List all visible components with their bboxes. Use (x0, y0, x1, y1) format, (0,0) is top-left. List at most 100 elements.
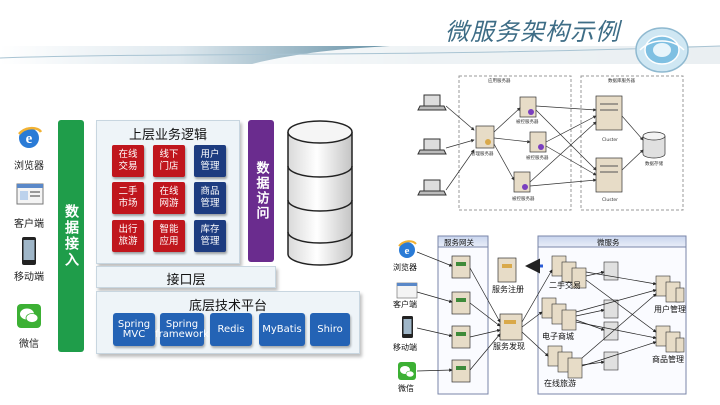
cluster-label: Cluster (602, 138, 618, 143)
service-server-icon (655, 275, 671, 297)
service-server-icon (665, 331, 681, 353)
storage-label: 数据存储 (645, 162, 663, 167)
client-label: 微信 (398, 384, 414, 393)
globe-logo-icon (635, 27, 689, 73)
client-mobile: 移动端 (8, 236, 50, 283)
app-server-group-label: 应用服务器 (488, 79, 511, 84)
cluster-server-icon (595, 157, 623, 193)
service-label: 二手交易 (549, 281, 581, 290)
wechat-icon (16, 303, 42, 333)
tech-label: Spring framework (155, 318, 209, 340)
interface-layer-label: 接口层 (166, 273, 206, 288)
client-label: 浏览器 (14, 161, 44, 172)
server-icon (529, 131, 547, 153)
tech-spring-framework: Spring framework (155, 313, 209, 346)
tech-label: Shiro (317, 323, 343, 335)
service-server-icon (547, 345, 563, 367)
db-server-group-label: 数据库服务器 (608, 79, 635, 84)
service-discovery-server-icon (499, 313, 523, 341)
module-box: 在线 交易 (112, 145, 144, 177)
laptop-icon (417, 138, 447, 155)
tech-shiro: Shiro (310, 313, 350, 346)
module-box: 线下 门店 (153, 145, 185, 177)
service-server-icon (655, 325, 671, 347)
server-icon (513, 171, 531, 193)
cluster-server-icon (595, 95, 623, 131)
service-server-icon (551, 255, 567, 277)
module-box: 在线 网游 (153, 182, 185, 214)
tech-spring-mvc: Spring MVC (113, 313, 155, 346)
tech-redis: Redis (210, 313, 252, 346)
service-node-label: 被控服务器 (516, 120, 539, 125)
service-server-icon (561, 261, 577, 283)
module-label: 二手 市场 (118, 186, 138, 209)
data-access-in-bar: 数据接入 (58, 120, 84, 352)
service-label: 商品管理 (652, 355, 684, 364)
interface-layer-bar: 接口层 (96, 266, 276, 288)
wechat-icon (398, 362, 416, 380)
tech-label: Spring MVC (117, 318, 151, 340)
client-label: 客户端 (14, 219, 44, 230)
service-label: 在线旅游 (544, 379, 576, 388)
module-box: 出行 旅游 (112, 220, 144, 252)
laptop-icon (417, 94, 447, 111)
tech-mybatis: MyBatis (259, 313, 305, 346)
service-server-icon (561, 309, 577, 331)
gateway-server-icon (451, 325, 471, 349)
module-label: 出行 旅游 (118, 224, 138, 247)
service-server-icon (567, 357, 583, 379)
module-label: 线下 门店 (159, 149, 179, 172)
upper-layer-title: 上层业务逻辑 (128, 128, 207, 143)
desktop-client-icon (396, 282, 418, 299)
module-label: 用户 管理 (200, 149, 220, 172)
mobile-phone-icon (402, 316, 413, 338)
module-label: 智能 应用 (159, 224, 179, 247)
service-server-icon (675, 337, 685, 353)
browser-icon: e (398, 240, 417, 258)
service-label: 电子商城 (542, 332, 574, 341)
service-db-icon (603, 321, 619, 341)
module-box: 库存 管理 (194, 220, 226, 252)
data-access-in-label: 数据接入 (63, 204, 79, 268)
service-node-label: 被控服务器 (526, 156, 549, 161)
service-register-server-icon (497, 257, 517, 283)
gateway-title: 服务网关 (444, 238, 474, 247)
module-box: 用户 管理 (194, 145, 226, 177)
service-db-icon (603, 351, 619, 371)
client-label: 移动端 (393, 343, 417, 352)
gateway-server-icon (451, 291, 471, 315)
module-box: 二手 市场 (112, 182, 144, 214)
header-wave-decoration (0, 38, 720, 70)
client-wechat: 微信 (8, 303, 50, 350)
service-discovery-label: 服务发现 (493, 342, 525, 351)
client-label: 浏览器 (393, 263, 417, 272)
service-server-icon (665, 281, 681, 303)
client-label: 微信 (19, 339, 39, 350)
cluster-label: Cluster (602, 198, 618, 203)
service-server-icon (557, 351, 573, 373)
module-label: 商品 管理 (200, 186, 220, 209)
database-icon (287, 120, 353, 266)
service-db-icon (603, 261, 619, 281)
gateway-server-icon (451, 359, 471, 383)
storage-cylinder-icon (642, 131, 666, 159)
service-label: 用户管理 (654, 305, 686, 314)
svg-text:e: e (405, 245, 410, 257)
module-box: 商品 管理 (194, 182, 226, 214)
service-db-icon (603, 299, 619, 319)
mobile-phone-icon (16, 236, 42, 266)
service-server-icon (675, 287, 685, 303)
module-box: 智能 应用 (153, 220, 185, 252)
data-visit-bar: 数据访问 (248, 120, 274, 262)
desktop-client-icon (16, 183, 44, 213)
client-label: 客户端 (393, 300, 417, 309)
platform-title: 底层技术平台 (188, 299, 267, 314)
client-label: 移动端 (14, 272, 44, 283)
server-icon (475, 125, 495, 149)
data-visit-label: 数据访问 (253, 161, 269, 221)
svg-text:e: e (26, 131, 33, 147)
service-register-label: 服务注册 (492, 285, 524, 294)
laptop-icon (417, 179, 447, 196)
client-browser: e 浏览器 (8, 125, 50, 172)
server-icon (519, 96, 537, 118)
